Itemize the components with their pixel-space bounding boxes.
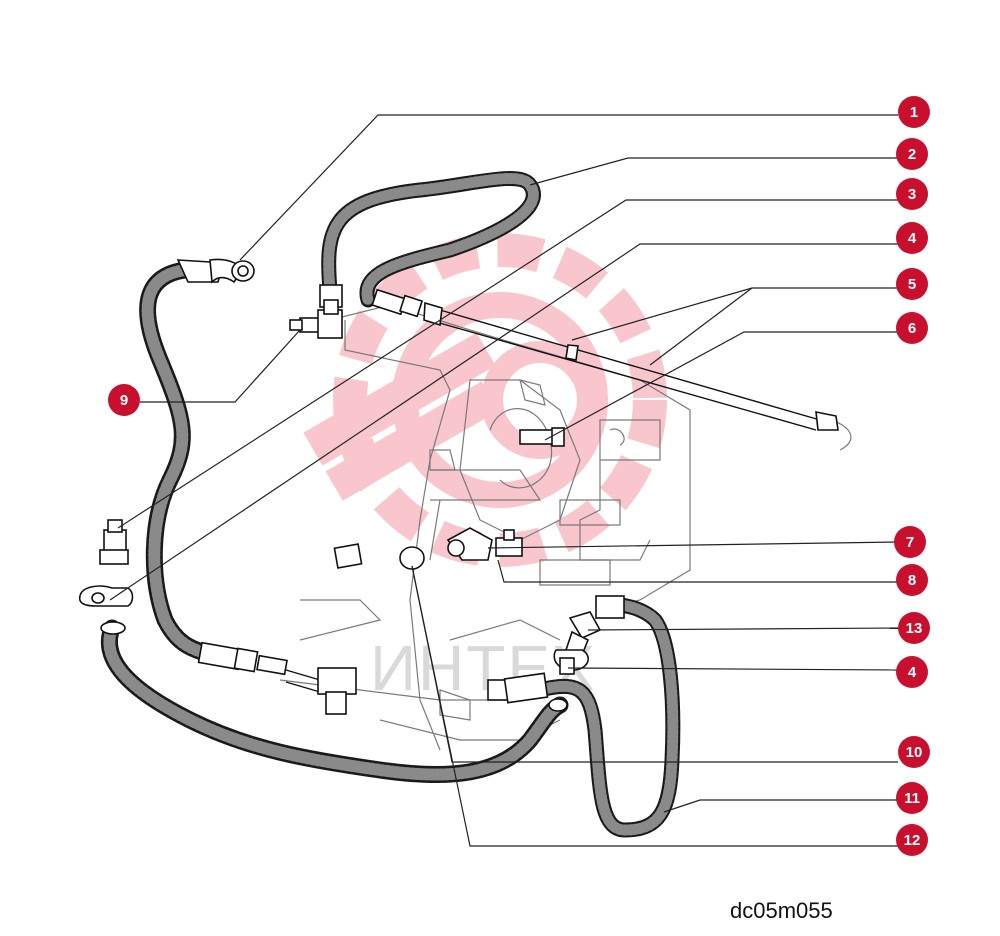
callout-7-label: 7: [906, 534, 914, 551]
callout-9-badge: [108, 384, 140, 416]
callout-6: 6: [896, 312, 928, 344]
callout-10: 10: [898, 736, 930, 768]
callout-8-badge: [896, 564, 928, 596]
callout-1-badge: [898, 96, 930, 128]
clamp-4-left: [78, 585, 134, 607]
callout-9-label: 9: [120, 392, 128, 409]
diagram-code: dc05m055: [730, 898, 833, 923]
callout-4-top-label: 4: [908, 230, 917, 247]
callout-1-label: 1: [910, 104, 918, 121]
clamp-4-right: [553, 649, 589, 675]
callout-13-label: 13: [906, 620, 923, 637]
sensor-3: [99, 519, 129, 565]
callout-4-bottom-label: 4: [908, 664, 917, 681]
callout-3: 3: [896, 178, 928, 210]
callout-8: 8: [896, 564, 928, 596]
leader-lines: [109, 114, 899, 847]
hose-1: [139, 258, 357, 715]
callout-11-label: 11: [904, 790, 920, 807]
callout-11: 11: [896, 782, 928, 814]
plug-12: [399, 546, 425, 570]
callout-4-top: 4: [896, 222, 928, 254]
watermark-logo: [303, 233, 667, 567]
callout-2-badge: [896, 138, 928, 170]
callout-9: 9: [108, 384, 140, 416]
callout-6-badge: [896, 312, 928, 344]
callout-12: 12: [896, 824, 928, 856]
callout-8-label: 8: [908, 572, 916, 589]
callout-11-badge: [896, 782, 928, 814]
hose-2: [319, 171, 541, 318]
callout-7: 7: [894, 526, 926, 558]
callout-13: 13: [898, 612, 930, 644]
hose-11: [487, 595, 681, 838]
callout-5-badge: [896, 268, 928, 300]
callout-7-badge: [894, 526, 926, 558]
callout-6-label: 6: [908, 320, 916, 337]
fitting-6: [519, 427, 565, 447]
tube-5: [423, 301, 839, 431]
callout-12-badge: [896, 824, 928, 856]
callout-3-label: 3: [908, 186, 916, 203]
callout-13-badge: [898, 612, 930, 644]
callout-12-label: 12: [904, 832, 921, 849]
tee-fitting-9: [289, 299, 343, 339]
callout-3-badge: [896, 178, 928, 210]
fitting-7: [446, 527, 493, 561]
callout-10-badge: [898, 736, 930, 768]
callout-1: 1: [898, 96, 930, 128]
callout-2: 2: [896, 138, 928, 170]
callout-4-top-badge: [896, 222, 928, 254]
callout-4-bottom: 4: [896, 656, 928, 688]
callout-10-label: 10: [906, 744, 923, 761]
hose-10: [100, 619, 569, 784]
callout-2-label: 2: [908, 146, 916, 163]
plug-left: [333, 543, 363, 569]
callout-4-bottom-badge: [896, 656, 928, 688]
callout-5-label: 5: [908, 276, 916, 293]
callout-5: 5: [896, 268, 928, 300]
